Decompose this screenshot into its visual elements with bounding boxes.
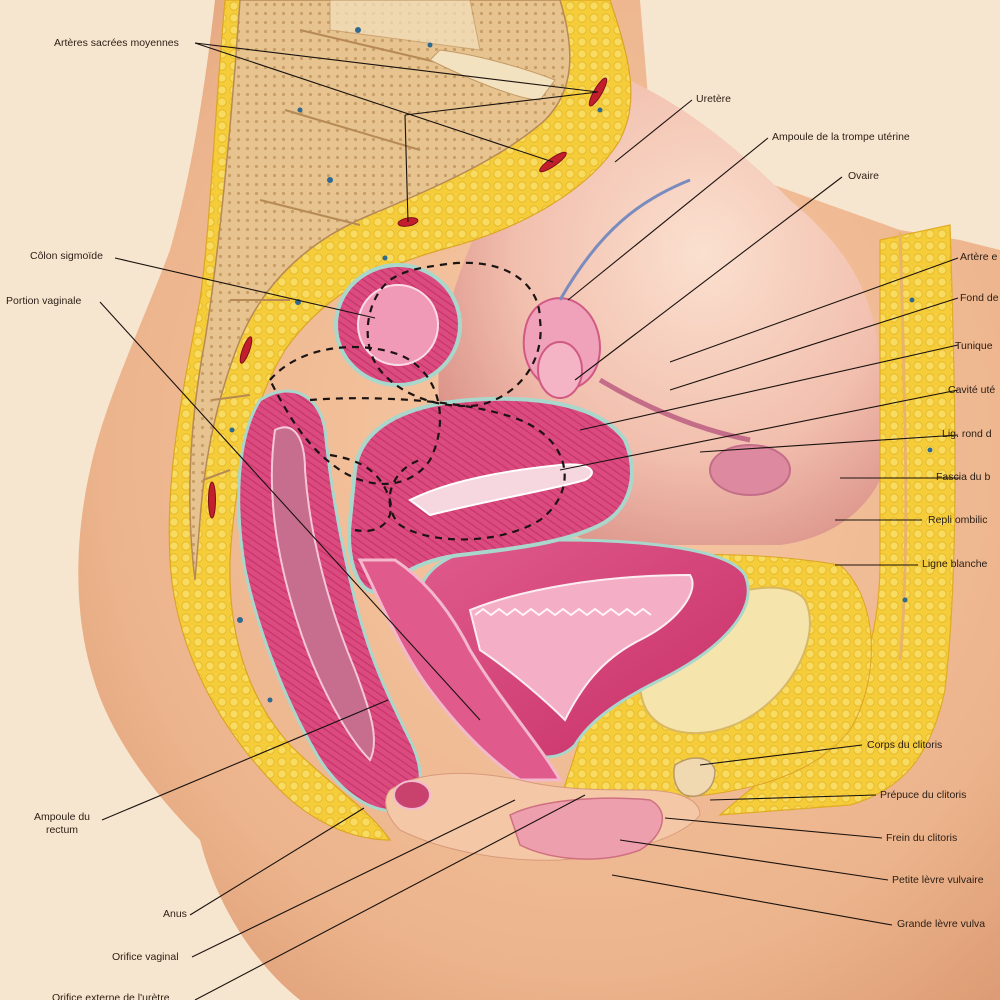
label-frein-clitoris: Frein du clitoris — [886, 832, 958, 844]
rectal-lumen — [270, 426, 376, 762]
clitoris — [673, 757, 716, 797]
uterine-cavity — [408, 463, 593, 517]
label-ampoule-trompe: Ampoule de la trompe utérine — [772, 131, 910, 143]
label-corps-clitoris: Corps du clitoris — [867, 739, 943, 751]
label-portion-vaginale: Portion vaginale — [6, 295, 82, 307]
label-uretere: Uretère — [696, 93, 732, 105]
label-ampoule-rectum: Ampoule du rectum — [22, 811, 102, 837]
label-tunique: Tunique — [955, 340, 993, 352]
label-fond-de: Fond de — [960, 292, 999, 304]
label-cavite-ute: Cavité uté — [948, 384, 996, 396]
label-prepuce-clitoris: Prépuce du clitoris — [880, 789, 967, 801]
fat-vessels — [229, 27, 933, 703]
label-colon-sigmoide: Côlon sigmoïde — [30, 250, 103, 262]
intervertebral-discs — [329, 0, 556, 101]
label-ampoule-rectum-line2: rectum — [45, 824, 79, 836]
label-orifice-externe: Orifice externe de l'urètre — [52, 992, 170, 1000]
label-artere-e: Artère e — [960, 251, 998, 263]
label-lig-rond: Lig. rond d — [942, 428, 992, 440]
label-ligne-blanche: Ligne blanche — [922, 558, 988, 570]
sacrum — [189, 0, 571, 581]
vagina — [357, 558, 563, 782]
label-arteres-sacrees: Artères sacrées moyennes — [54, 37, 179, 49]
dashed-outlines — [268, 261, 566, 541]
label-petite-levre: Petite lèvre vulvaire — [892, 874, 984, 886]
ovary — [537, 341, 583, 399]
label-fascia: Fascia du b — [936, 471, 991, 483]
anus — [393, 780, 431, 810]
labia-minora — [509, 797, 664, 860]
bladder-lumen — [468, 573, 694, 722]
label-repli-ombilic: Repli ombilic — [928, 514, 988, 526]
label-ovaire: Ovaire — [848, 170, 879, 182]
label-ampoule-rectum-line1: Ampoule du — [33, 811, 91, 823]
leader-lines — [99, 42, 960, 1000]
label-grande-levre: Grande lèvre vulva — [897, 918, 986, 930]
label-anus: Anus — [163, 908, 187, 920]
label-orifice-vaginal: Orifice vaginal — [112, 951, 179, 963]
